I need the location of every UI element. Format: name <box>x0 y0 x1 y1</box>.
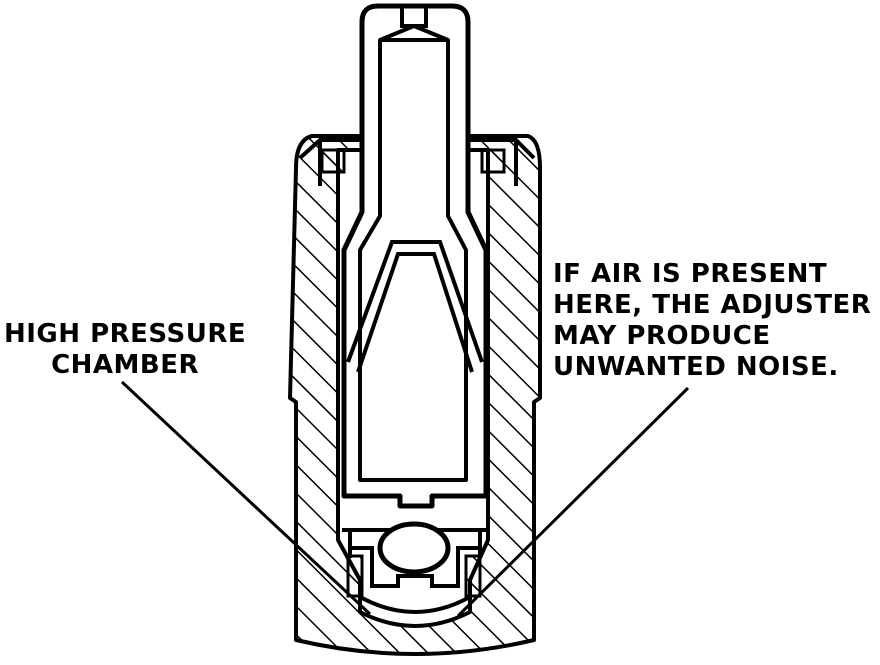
plunger-inner-outline <box>358 24 468 482</box>
leader-line-high-pressure-chamber <box>120 380 372 616</box>
check-ball <box>377 521 451 575</box>
label-line: HERE, THE ADJUSTER <box>553 290 872 320</box>
label-high-pressure-chamber: HIGH PRESSURE CHAMBER <box>4 319 246 381</box>
label-line: HIGH PRESSURE <box>4 319 247 349</box>
leader-line-air-warning <box>456 386 690 618</box>
label-line: IF AIR IS PRESENT <box>553 259 828 289</box>
high-pressure-chamber-floor <box>361 596 469 614</box>
oil-metering-cone <box>346 240 484 363</box>
label-line: UNWANTED NOISE. <box>553 352 839 382</box>
label-air-warning: IF AIR IS PRESENT HERE, THE ADJUSTER MAY… <box>553 259 871 383</box>
label-line: MAY PRODUCE <box>553 321 771 351</box>
label-line: CHAMBER <box>51 350 200 380</box>
